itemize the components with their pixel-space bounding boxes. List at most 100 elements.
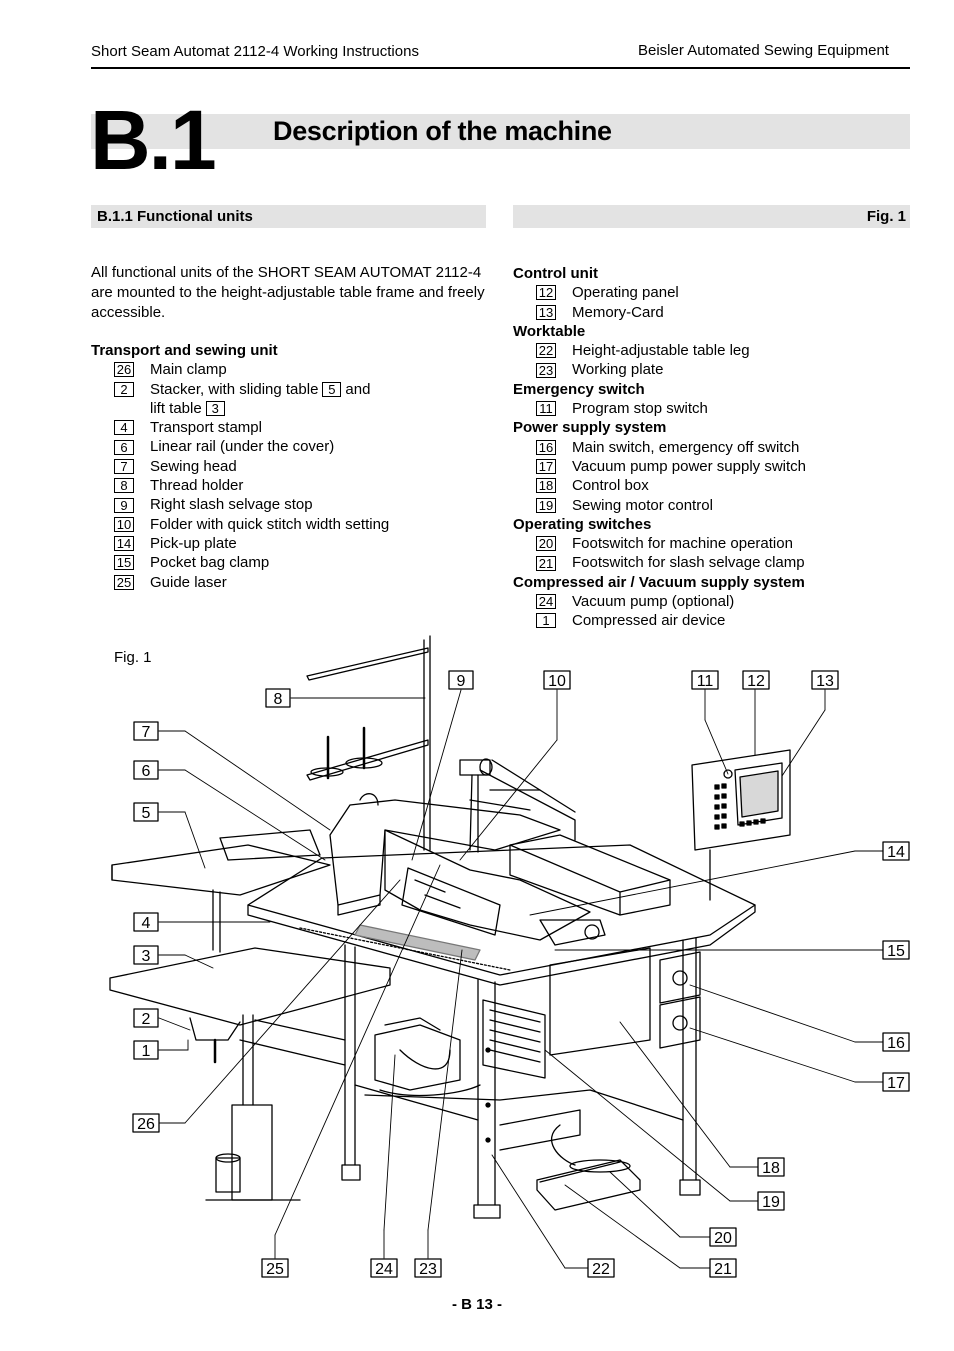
callout-4: 4 (133, 912, 159, 932)
item-number-box: 1 (536, 613, 556, 629)
table-top (247, 844, 756, 976)
callout-2: 2 (133, 1008, 159, 1028)
panel-display (734, 762, 783, 826)
callout-13: 13 (811, 670, 839, 690)
callout-16: 16 (882, 1032, 910, 1052)
item-number-box: 12 (536, 285, 556, 301)
item-number-box: 24 (536, 594, 556, 610)
figure-reference: Fig. 1 (513, 205, 910, 228)
callout-17: 17 (882, 1072, 910, 1092)
sliding-table (111, 844, 331, 896)
list-item: 4 Transport stampl (91, 418, 389, 437)
pump-switch-box (659, 996, 701, 1049)
callout-22: 22 (587, 1258, 615, 1278)
thread-arm-top (306, 647, 429, 681)
header-right-title: Beisler Automated Sewing Equipment (638, 42, 889, 59)
svg-text:18: 18 (762, 1160, 780, 1177)
callout-12: 12 (742, 670, 770, 690)
control-panel (691, 749, 791, 851)
item-label: Control box (572, 477, 649, 495)
item-label: Transport stampl (150, 419, 262, 437)
item-reference-box: 5 (322, 381, 342, 397)
group-heading: Operating switches (513, 515, 652, 533)
item-label: Stacker, with sliding table (150, 380, 319, 398)
svg-text:16: 16 (887, 1035, 905, 1052)
svg-text:1: 1 (142, 1043, 151, 1060)
svg-text:15: 15 (887, 943, 905, 960)
item-number-box: 22 (536, 343, 556, 359)
thread-arm-lower (306, 739, 429, 781)
callout-1: 1 (133, 1040, 159, 1060)
callout-6: 6 (133, 760, 159, 780)
item-label: Pocket bag clamp (150, 554, 270, 572)
callout-5: 5 (133, 802, 159, 822)
callout-15: 15 (882, 940, 910, 960)
item-label: Compressed air device (572, 612, 726, 630)
spool-disc (345, 757, 383, 769)
item-number-box: 17 (536, 459, 556, 475)
list-item: 8 Thread holder (91, 476, 389, 495)
item-number-box: 23 (536, 362, 556, 378)
main-switch-box (659, 951, 701, 1004)
callout-25: 25 (261, 1258, 289, 1278)
item-label: Guide laser (150, 573, 227, 591)
section-heading: B.1.1 Functional units (91, 205, 486, 228)
callout-23: 23 (414, 1258, 442, 1278)
item-number-box: 11 (536, 401, 556, 417)
item-number-box: 7 (114, 458, 134, 474)
item-label: Operating panel (572, 284, 679, 302)
item-label: Pick-up plate (150, 534, 237, 552)
item-label: Main clamp (150, 361, 227, 379)
stacker-stand (231, 1104, 273, 1201)
list-item: 18 Control box (513, 476, 806, 495)
laser-unit (459, 759, 491, 776)
svg-text:6: 6 (142, 763, 151, 780)
callout-8: 8 (265, 688, 291, 708)
svg-text:24: 24 (375, 1261, 393, 1278)
callout-3: 3 (133, 945, 159, 965)
item-number-box: 18 (536, 478, 556, 494)
item-label: Main switch, emergency off switch (572, 438, 800, 456)
chapter-title-bar (91, 114, 910, 149)
group-heading: Transport and sewing unit (91, 342, 278, 359)
item-number-box: 26 (114, 362, 134, 378)
item-label: Linear rail (under the cover) (150, 438, 335, 456)
list-item: 17 Vacuum pump power supply switch (513, 457, 806, 476)
callout-20: 20 (709, 1227, 737, 1247)
item-number-box: 4 (114, 420, 134, 436)
item-label: Thread holder (150, 477, 244, 495)
item-label: Right slash selvage stop (150, 496, 313, 514)
callout-7: 7 (133, 721, 159, 741)
svg-text:3: 3 (142, 948, 151, 965)
item-label: Vacuum pump power supply switch (572, 457, 806, 475)
callout-18: 18 (757, 1157, 785, 1177)
svg-text:22: 22 (592, 1261, 610, 1278)
svg-text:4: 4 (142, 915, 151, 932)
item-number-box: 8 (114, 478, 134, 494)
item-number-box: 20 (536, 536, 556, 552)
list-item: 1 Compressed air device (513, 611, 806, 630)
header-rule (91, 67, 910, 69)
clamp-arm (219, 829, 321, 861)
callout-21: 21 (709, 1258, 737, 1278)
item-label: Footswitch for slash selvage clamp (572, 554, 805, 572)
item-label: lift table (150, 399, 202, 417)
vacuum-pump (374, 1024, 461, 1091)
